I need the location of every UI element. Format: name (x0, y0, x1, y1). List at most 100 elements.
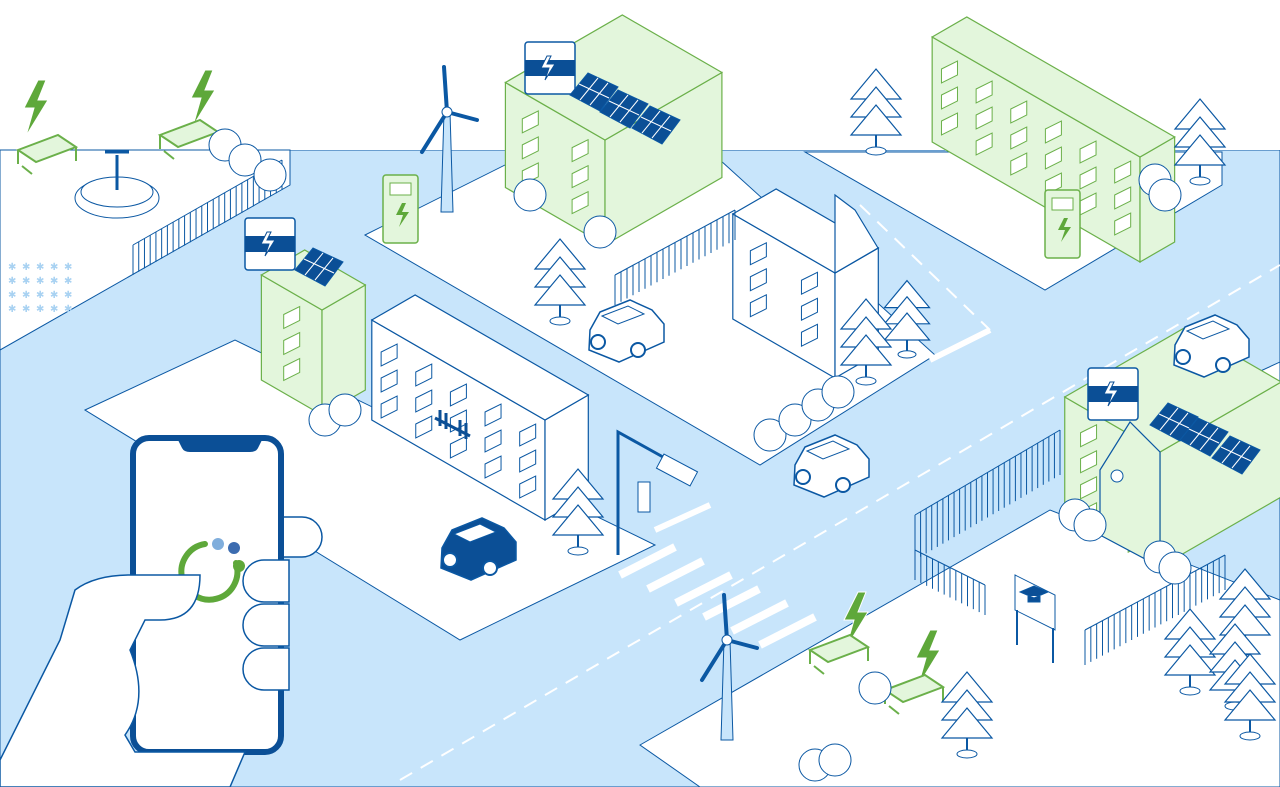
finger (242, 559, 290, 603)
car-window (600, 305, 646, 325)
solar-panel-surface (1211, 435, 1261, 475)
fence-rail (914, 429, 1061, 516)
texture-mark: ✱ (22, 262, 30, 273)
sign-posts (1016, 610, 1054, 663)
fence (1084, 554, 1226, 665)
window (484, 403, 502, 427)
car-window (805, 440, 851, 460)
car-window (1185, 320, 1231, 340)
rooftop-battery-unit (524, 41, 576, 95)
bush (513, 178, 547, 212)
lane-divider (399, 264, 1280, 781)
finger (242, 603, 290, 647)
solar-panel (1179, 417, 1229, 457)
turbine-hub (721, 634, 733, 646)
tree-layer (839, 334, 893, 366)
car (793, 434, 870, 498)
bush (778, 403, 812, 437)
hand-holding-phone (0, 435, 323, 787)
left-block (83, 339, 657, 641)
school-sign (1014, 574, 1056, 663)
car-window (452, 523, 498, 543)
window (1044, 120, 1062, 144)
tree (940, 671, 994, 759)
fence (914, 549, 986, 615)
bottom-right-block (639, 509, 1280, 787)
tree-base (855, 376, 877, 386)
city-blocks (0, 149, 1280, 787)
crosswalk-stripe (702, 585, 761, 621)
fountain-spout (105, 150, 129, 190)
solar-panel (599, 89, 649, 129)
tree-layer (940, 707, 994, 739)
tree (1163, 608, 1217, 696)
tree-base (865, 146, 887, 156)
solar-panel-surface (569, 72, 619, 112)
window (800, 271, 818, 296)
finger (242, 647, 290, 691)
dumbbell-icon (434, 410, 471, 439)
window (519, 449, 537, 473)
bush (1148, 178, 1182, 212)
bush (753, 418, 787, 452)
solar-panel-surface (1149, 402, 1199, 442)
bush (818, 743, 852, 777)
tree (1173, 98, 1227, 186)
window (1079, 166, 1097, 190)
window (1044, 146, 1062, 170)
crosswalk-stripe (618, 543, 677, 579)
tree (883, 279, 931, 359)
bush (253, 158, 287, 192)
traffic-light (616, 429, 699, 555)
lightning-icon (396, 203, 409, 227)
ground-texture: ✱✱✱✱✱✱✱✱✱✱✱✱✱✱✱✱✱✱✱✱ (8, 262, 72, 315)
solar-panel-surface (631, 105, 681, 145)
car-wheel (442, 552, 458, 568)
window (940, 86, 958, 110)
window (484, 455, 502, 479)
tree-layer (1223, 689, 1277, 721)
window (571, 190, 589, 215)
lightning-icon (190, 69, 216, 127)
park-bench (807, 633, 871, 675)
texture-mark: ✱ (50, 276, 58, 287)
window (1010, 152, 1028, 176)
bush (328, 393, 362, 427)
bush (228, 143, 262, 177)
solar-panel-grid (1188, 422, 1220, 451)
texture-mark: ✱ (22, 276, 30, 287)
ev-charging-station (382, 174, 419, 244)
window (800, 323, 818, 348)
texture-mark: ✱ (36, 276, 44, 287)
park-bench (15, 133, 79, 175)
window (380, 343, 398, 367)
solar-panel (1211, 435, 1261, 475)
ev-charging-station (1044, 189, 1081, 259)
car-wheel (795, 469, 811, 485)
window (1080, 449, 1098, 474)
fence-rail (1084, 554, 1226, 631)
window (283, 331, 301, 356)
solar-panel (1149, 402, 1199, 442)
window (1114, 186, 1132, 210)
bush (1073, 508, 1107, 542)
window (1114, 212, 1132, 236)
texture-mark: ✱ (64, 290, 72, 301)
rooftop-battery-unit (1087, 367, 1139, 421)
tree-base (1239, 731, 1261, 741)
window (749, 241, 767, 266)
green-apartment-building (504, 14, 724, 247)
window (521, 110, 539, 134)
texture-mark: ✱ (22, 304, 30, 315)
window (415, 363, 433, 387)
graduation-cap-icon (1018, 585, 1050, 603)
window (449, 383, 467, 407)
window (975, 132, 993, 156)
solar-panel-grid (578, 77, 610, 106)
building-roof (504, 14, 724, 141)
crosswalk-stripe (758, 613, 817, 649)
tree (849, 68, 903, 156)
wind-turbine (700, 593, 759, 741)
window (800, 297, 818, 322)
car (1173, 314, 1250, 378)
